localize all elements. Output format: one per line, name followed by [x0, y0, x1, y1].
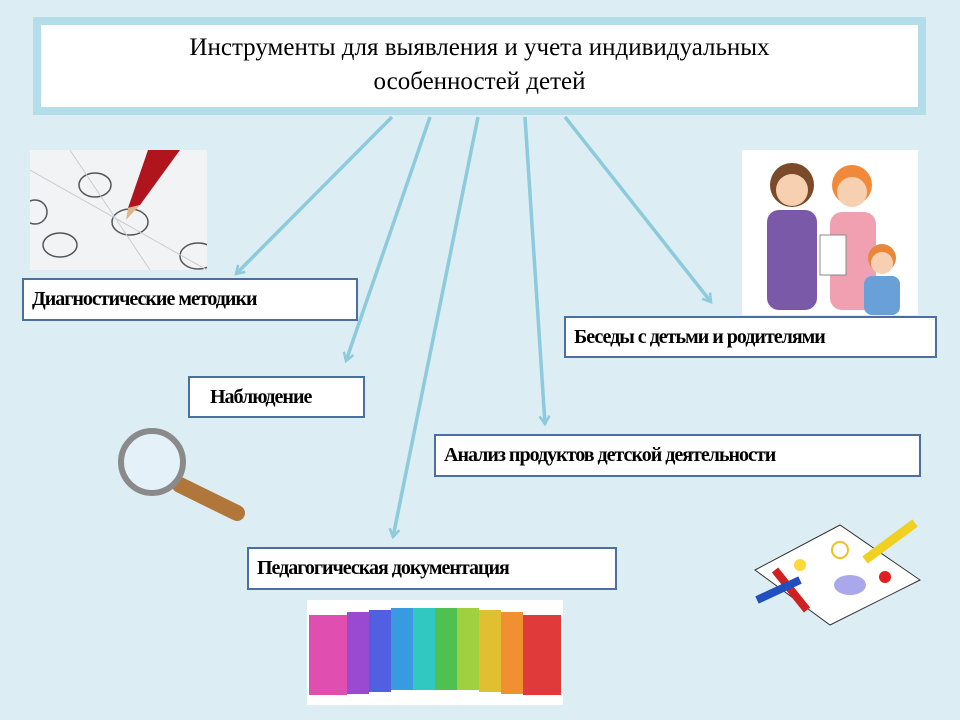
arrow-to-analysis: [523, 116, 545, 424]
magnifying-glass-image: [118, 428, 245, 521]
tool-box-documentation: Педагогическая документация: [247, 547, 617, 590]
test-sheet-pencil-image: [30, 150, 207, 270]
tool-label: Педагогическая документация: [257, 557, 510, 579]
child-drawing-image: [754, 519, 921, 626]
title-line-1: Инструменты для выявления и учета индиви…: [189, 34, 770, 61]
tool-box-observation: Наблюдение: [188, 376, 365, 418]
title-box: Инструменты для выявления и учета индиви…: [33, 17, 926, 115]
tool-box-analysis: Анализ продуктов детской деятельности: [434, 434, 921, 477]
arrow-to-conversations: [563, 115, 711, 302]
title-line-2: особенностей детей: [373, 68, 586, 95]
tool-label: Беседы с детьми и родителями: [574, 325, 826, 348]
binders-image: [307, 600, 563, 705]
teacher-parents-children-image: [742, 150, 918, 315]
tool-label: Наблюдение: [210, 385, 312, 408]
arrow-to-documentation: [393, 116, 480, 537]
tool-label: Анализ продуктов детской деятельности: [444, 444, 776, 466]
arrow-to-observation: [346, 116, 432, 361]
tool-box-conversations: Беседы с детьми и родителями: [564, 316, 937, 358]
tool-label: Диагностические методики: [32, 288, 257, 310]
arrow-to-diagnostics: [236, 115, 394, 274]
tool-box-diagnostics: Диагностические методики: [22, 278, 358, 321]
